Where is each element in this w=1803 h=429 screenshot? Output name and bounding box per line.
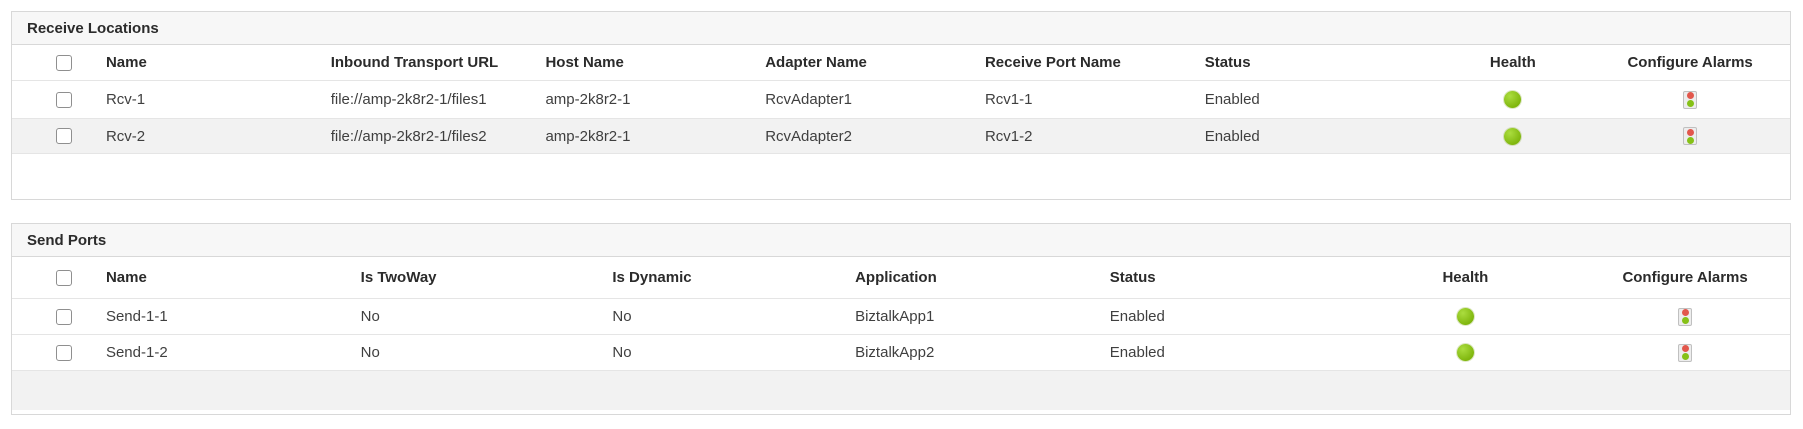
table-row: Send-1-2 No No BiztalkApp2 Enabled	[12, 335, 1790, 371]
health-ok-icon	[1504, 127, 1522, 145]
alarm-green-lamp-icon	[1681, 353, 1689, 360]
cell-configure-alarms	[1580, 299, 1790, 334]
cell-name: Send-1-1	[105, 308, 168, 325]
cell-application: BiztalkApp2	[855, 344, 935, 361]
column-header-application: Application	[855, 269, 937, 286]
column-header-health: Health	[1442, 269, 1489, 286]
cell-health	[1435, 119, 1590, 153]
cell-name: Send-1-2	[105, 344, 168, 361]
alarm-red-lamp-icon	[1686, 92, 1694, 99]
cell-receive-port-name: Rcv1-1	[984, 91, 1033, 108]
cell-status: Enabled	[1109, 344, 1165, 361]
cell-health	[1351, 299, 1581, 334]
column-header-name: Name	[105, 54, 147, 71]
panel-empty-space	[12, 410, 1790, 414]
cell-status: Enabled	[1109, 308, 1165, 325]
column-header-status: Status	[1109, 269, 1156, 286]
cell-status: Enabled	[1204, 91, 1260, 108]
cell-application: BiztalkApp1	[855, 308, 935, 325]
row-checkbox[interactable]	[56, 128, 72, 144]
row-checkbox[interactable]	[56, 308, 72, 325]
row-select-cell	[12, 335, 92, 370]
configure-alarms-icon[interactable]	[1683, 127, 1698, 145]
health-ok-icon	[1456, 308, 1474, 325]
cell-is-dynamic: No	[612, 344, 632, 361]
cell-is-dynamic: No	[612, 308, 632, 325]
table-row: Rcv-1 file://amp-2k8r2-1/files1 amp-2k8r…	[12, 81, 1790, 119]
health-ok-icon	[1504, 91, 1522, 108]
column-header-receive-port-name: Receive Port Name	[984, 54, 1121, 71]
configure-alarms-icon[interactable]	[1678, 307, 1693, 326]
column-header-inbound-transport-url: Inbound Transport URL	[330, 54, 499, 71]
select-all-checkbox[interactable]	[56, 269, 72, 286]
row-select-cell	[12, 299, 92, 334]
column-header-name: Name	[105, 269, 147, 286]
cell-inbound-transport-url: file://amp-2k8r2-1/files2	[330, 127, 487, 145]
panel-title-send-ports: Send Ports	[12, 224, 1790, 257]
alarm-green-lamp-icon	[1686, 136, 1694, 144]
cell-configure-alarms	[1590, 119, 1790, 153]
cell-adapter-name: RcvAdapter2	[765, 127, 852, 145]
column-header-adapter-name: Adapter Name	[765, 54, 867, 71]
cell-host-name: amp-2k8r2-1	[545, 91, 631, 108]
cell-status: Enabled	[1204, 127, 1260, 145]
panel-title-receive-locations: Receive Locations	[12, 12, 1790, 45]
configure-alarms-icon[interactable]	[1678, 343, 1693, 362]
table-row: Send-1-1 No No BiztalkApp1 Enabled	[12, 299, 1790, 335]
table-row: Rcv-2 file://amp-2k8r2-1/files2 amp-2k8r…	[12, 119, 1790, 154]
column-header-configure-alarms: Configure Alarms	[1627, 54, 1753, 71]
column-header-is-dynamic: Is Dynamic	[612, 269, 692, 286]
column-header-health: Health	[1489, 54, 1536, 71]
select-all-checkbox[interactable]	[56, 54, 72, 71]
cell-receive-port-name: Rcv1-2	[984, 127, 1033, 145]
panel-empty-space	[12, 154, 1790, 199]
cell-is-twoway: No	[360, 344, 380, 361]
cell-inbound-transport-url: file://amp-2k8r2-1/files1	[330, 91, 487, 108]
cell-host-name: amp-2k8r2-1	[545, 127, 631, 145]
column-header-is-twoway: Is TwoWay	[360, 269, 437, 286]
column-header-configure-alarms: Configure Alarms	[1622, 269, 1748, 286]
alarm-red-lamp-icon	[1686, 128, 1694, 136]
cell-adapter-name: RcvAdapter1	[765, 91, 852, 108]
column-header-status: Status	[1204, 54, 1251, 71]
cell-name: Rcv-2	[105, 127, 146, 145]
panel-striped-empty-row	[12, 371, 1790, 410]
alarm-red-lamp-icon	[1681, 309, 1689, 316]
cell-name: Rcv-1	[105, 91, 146, 108]
row-select-cell	[12, 119, 92, 153]
send-ports-header-row: Name Is TwoWay Is Dynamic Application St…	[12, 257, 1790, 299]
cell-configure-alarms	[1580, 335, 1790, 370]
header-cell-select	[12, 45, 92, 80]
cell-configure-alarms	[1590, 81, 1790, 118]
column-header-host-name: Host Name	[545, 54, 624, 71]
alarm-green-lamp-icon	[1686, 100, 1694, 107]
cell-is-twoway: No	[360, 308, 380, 325]
row-select-cell	[12, 81, 92, 118]
cell-health	[1435, 81, 1590, 118]
send-ports-panel: Send Ports Name Is TwoWay Is Dynamic App…	[11, 223, 1791, 415]
receive-locations-header-row: Name Inbound Transport URL Host Name Ada…	[12, 45, 1790, 81]
row-checkbox[interactable]	[56, 344, 72, 361]
receive-locations-panel: Receive Locations Name Inbound Transport…	[11, 11, 1791, 200]
row-checkbox[interactable]	[56, 91, 72, 108]
configure-alarms-icon[interactable]	[1683, 90, 1698, 109]
health-ok-icon	[1456, 344, 1474, 361]
cell-health	[1351, 335, 1581, 370]
alarm-green-lamp-icon	[1681, 317, 1689, 324]
header-cell-select	[12, 257, 92, 298]
alarm-red-lamp-icon	[1681, 345, 1689, 352]
